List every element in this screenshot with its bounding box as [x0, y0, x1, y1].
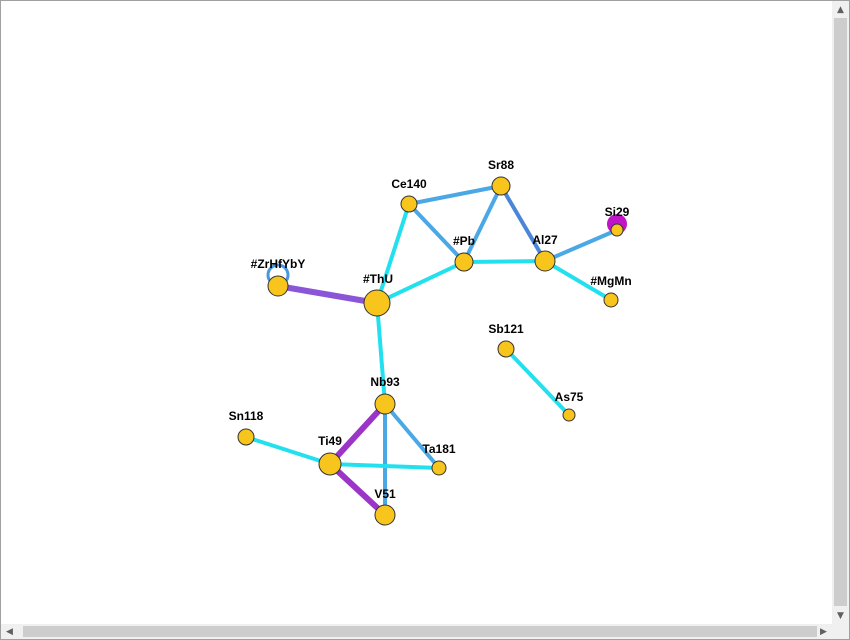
vertical-scroll-thumb[interactable] [834, 18, 847, 606]
edge-thu-pb[interactable] [376, 260, 465, 305]
edge-pb-al27[interactable] [463, 259, 546, 264]
node-thu[interactable] [363, 289, 391, 317]
edge-thu-ce140[interactable] [375, 203, 411, 304]
node-label-nb93: Nb93 [370, 375, 400, 389]
node-label-sr88: Sr88 [488, 158, 514, 172]
node-pb[interactable] [454, 252, 474, 272]
edge-layer [245, 184, 618, 518]
edge-nb93-ti49[interactable] [327, 401, 388, 467]
edge-zrhfyby-thu[interactable] [277, 283, 378, 306]
scroll-left-arrow-icon[interactable]: ◀ [6, 626, 13, 637]
node-sb121[interactable] [497, 340, 515, 358]
node-label-v51: V51 [374, 487, 396, 501]
edge-thu-nb93[interactable] [375, 302, 387, 405]
node-label-mgmn: #MgMn [590, 274, 631, 288]
edge-sr88-al27[interactable] [499, 184, 547, 263]
edge-ti49-ta181[interactable] [329, 462, 440, 470]
scroll-right-arrow-icon[interactable]: ▶ [820, 626, 827, 637]
node-label-thu: #ThU [363, 272, 393, 286]
horizontal-scrollbar[interactable]: ◀ ▶ [1, 624, 832, 639]
edge-sn118-ti49[interactable] [245, 435, 331, 466]
horizontal-scroll-thumb[interactable] [23, 626, 817, 637]
edge-nb93-ta181[interactable] [383, 402, 441, 470]
edge-al27-si29[interactable] [544, 228, 618, 263]
edge-sr88-pb[interactable] [462, 185, 503, 263]
node-label-pb: #Pb [453, 234, 475, 248]
node-ti49[interactable] [318, 452, 342, 476]
network-graph[interactable]: #ThU #ZrHfYbY Ce140 Sr88 #Pb Al27 Si29 #MgMnSb1… [1, 1, 831, 626]
node-si29[interactable] [610, 223, 624, 237]
node-label-ti49: Ti49 [318, 434, 342, 448]
scrollbar-corner [832, 624, 849, 639]
node-label-al27: Al27 [532, 233, 558, 247]
node-al27[interactable] [534, 250, 556, 272]
node-sn118[interactable] [237, 428, 255, 446]
node-sr88[interactable] [491, 176, 511, 196]
edge-sb121-as75[interactable] [504, 347, 571, 417]
node-label-as75: As75 [555, 390, 584, 404]
node-v51[interactable] [374, 504, 396, 526]
scroll-down-arrow-icon[interactable]: ▼ [837, 610, 844, 621]
node-zrhfyby[interactable] [267, 275, 289, 297]
node-label-ta181: Ta181 [422, 442, 455, 456]
node-nb93[interactable] [374, 393, 396, 415]
edge-ce140-pb[interactable] [407, 202, 466, 264]
edge-al27-mgmn[interactable] [543, 259, 613, 302]
node-ta181[interactable] [431, 460, 447, 476]
node-label-si29: Si29 [605, 205, 630, 219]
node-layer [237, 176, 624, 526]
node-label-sb121: Sb121 [488, 322, 524, 336]
node-as75[interactable] [562, 408, 576, 422]
node-label-ce140: Ce140 [391, 177, 427, 191]
node-label-sn118: Sn118 [229, 409, 264, 423]
label-layer: #ThU #ZrHfYbY Ce140 Sr88 #Pb Al27 Si29 #MgMnSb1… [229, 158, 632, 501]
node-label-zrhfyby: #ZrHfYbY [251, 257, 306, 271]
scroll-up-arrow-icon[interactable]: ▲ [837, 4, 844, 15]
vertical-scrollbar[interactable]: ▲ ▼ [832, 1, 849, 624]
node-ce140[interactable] [400, 195, 418, 213]
edge-ti49-v51[interactable] [327, 461, 388, 518]
node-mgmn[interactable] [603, 292, 619, 308]
edge-ce140-sr88[interactable] [408, 184, 502, 206]
